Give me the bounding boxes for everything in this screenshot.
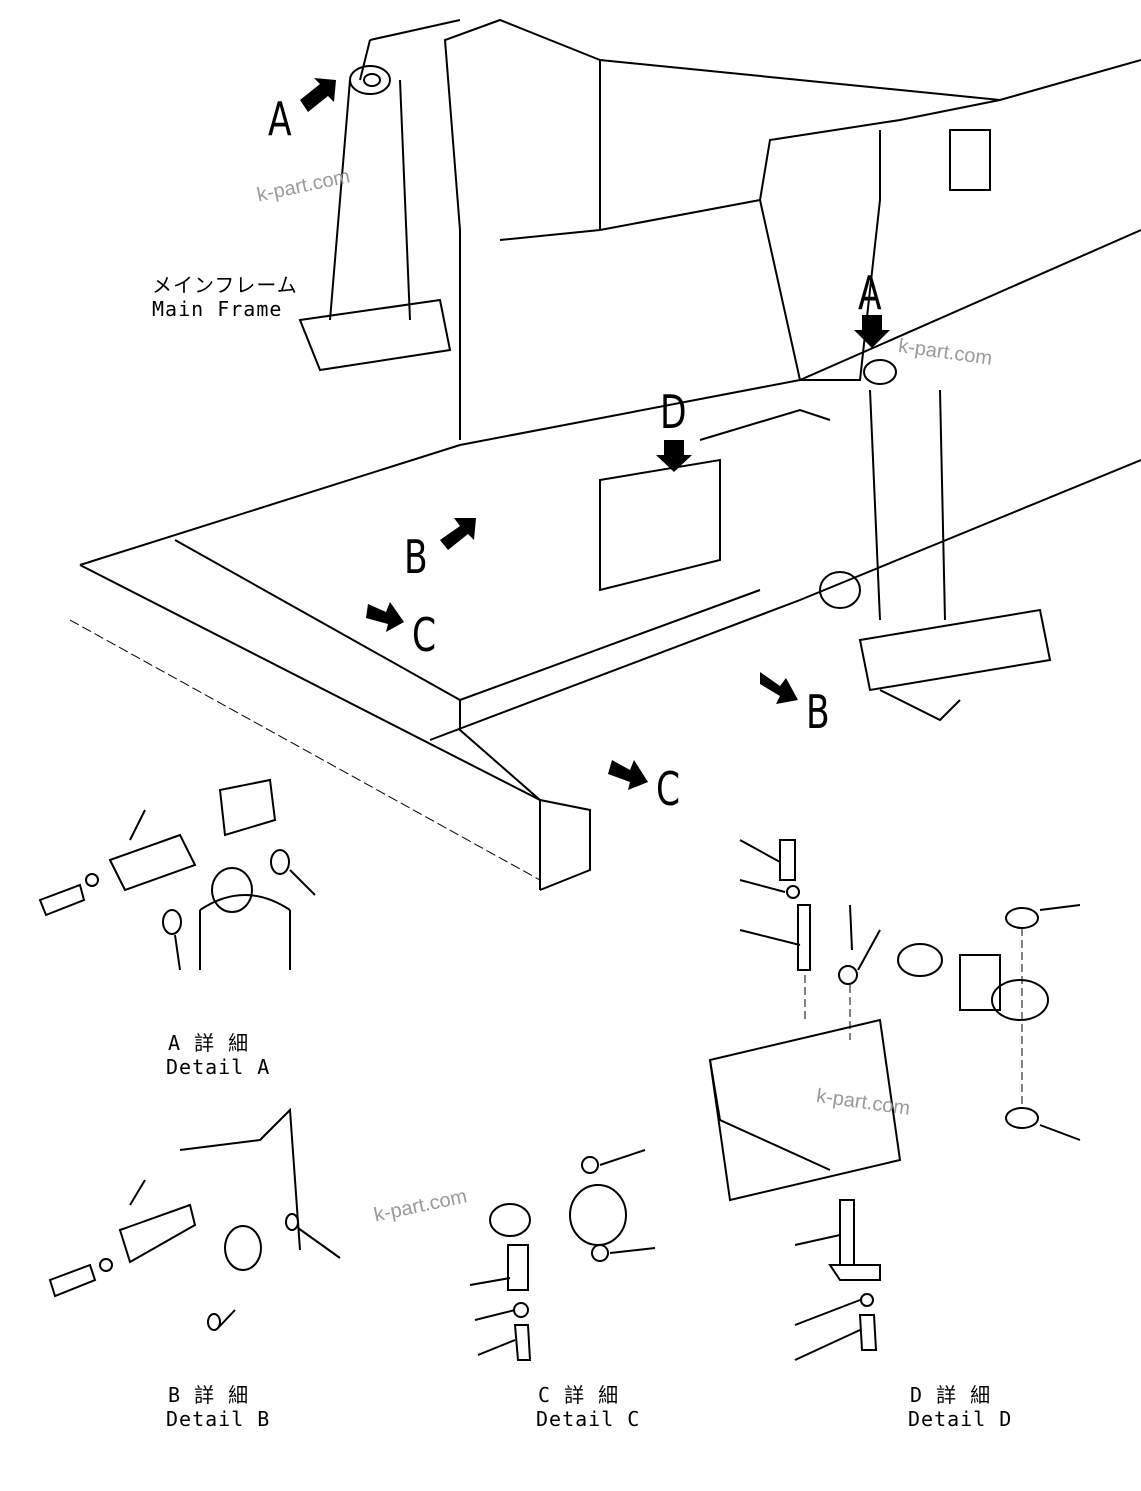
arrow-icon [608, 760, 648, 790]
callout-a: A [268, 92, 292, 146]
detail-c-title-jp: C 詳 細 [538, 1383, 620, 1407]
detail-d-parts [708, 839, 1081, 1361]
detail-b-parts [48, 1107, 341, 1331]
detail-b-title-en: Detail B [166, 1407, 271, 1431]
left-strut [298, 65, 452, 372]
callout-b: B [806, 685, 830, 739]
arrow-icon [300, 78, 336, 112]
arrow-icon [656, 440, 692, 472]
callout-a: A [858, 266, 882, 320]
arrow-icon [854, 315, 890, 348]
callout-arrows [300, 78, 890, 790]
main-frame-label-jp: メインフレーム [152, 273, 298, 297]
detail-a-parts [38, 778, 316, 971]
callout-c: C [656, 762, 681, 816]
detail-d-title-jp: D 詳 細 [910, 1383, 992, 1407]
callout-b: B [404, 530, 428, 584]
detail-b-title-jp: B 詳 細 [168, 1383, 250, 1407]
arrow-icon [440, 518, 476, 550]
detail-c-parts [469, 1149, 656, 1361]
main-frame-label-en: Main Frame [152, 297, 283, 321]
detail-a-title-jp: A 詳 細 [168, 1031, 250, 1055]
main-frame [69, 18, 1141, 891]
arrow-icon [366, 602, 404, 632]
arrow-icon [760, 672, 798, 704]
detail-d-title-en: Detail D [908, 1407, 1013, 1431]
detail-a-title-en: Detail A [166, 1055, 271, 1079]
detail-c-title-en: Detail C [536, 1407, 641, 1431]
right-strut [819, 359, 1052, 722]
callout-c: C [412, 608, 437, 662]
callout-d: D [660, 385, 687, 439]
